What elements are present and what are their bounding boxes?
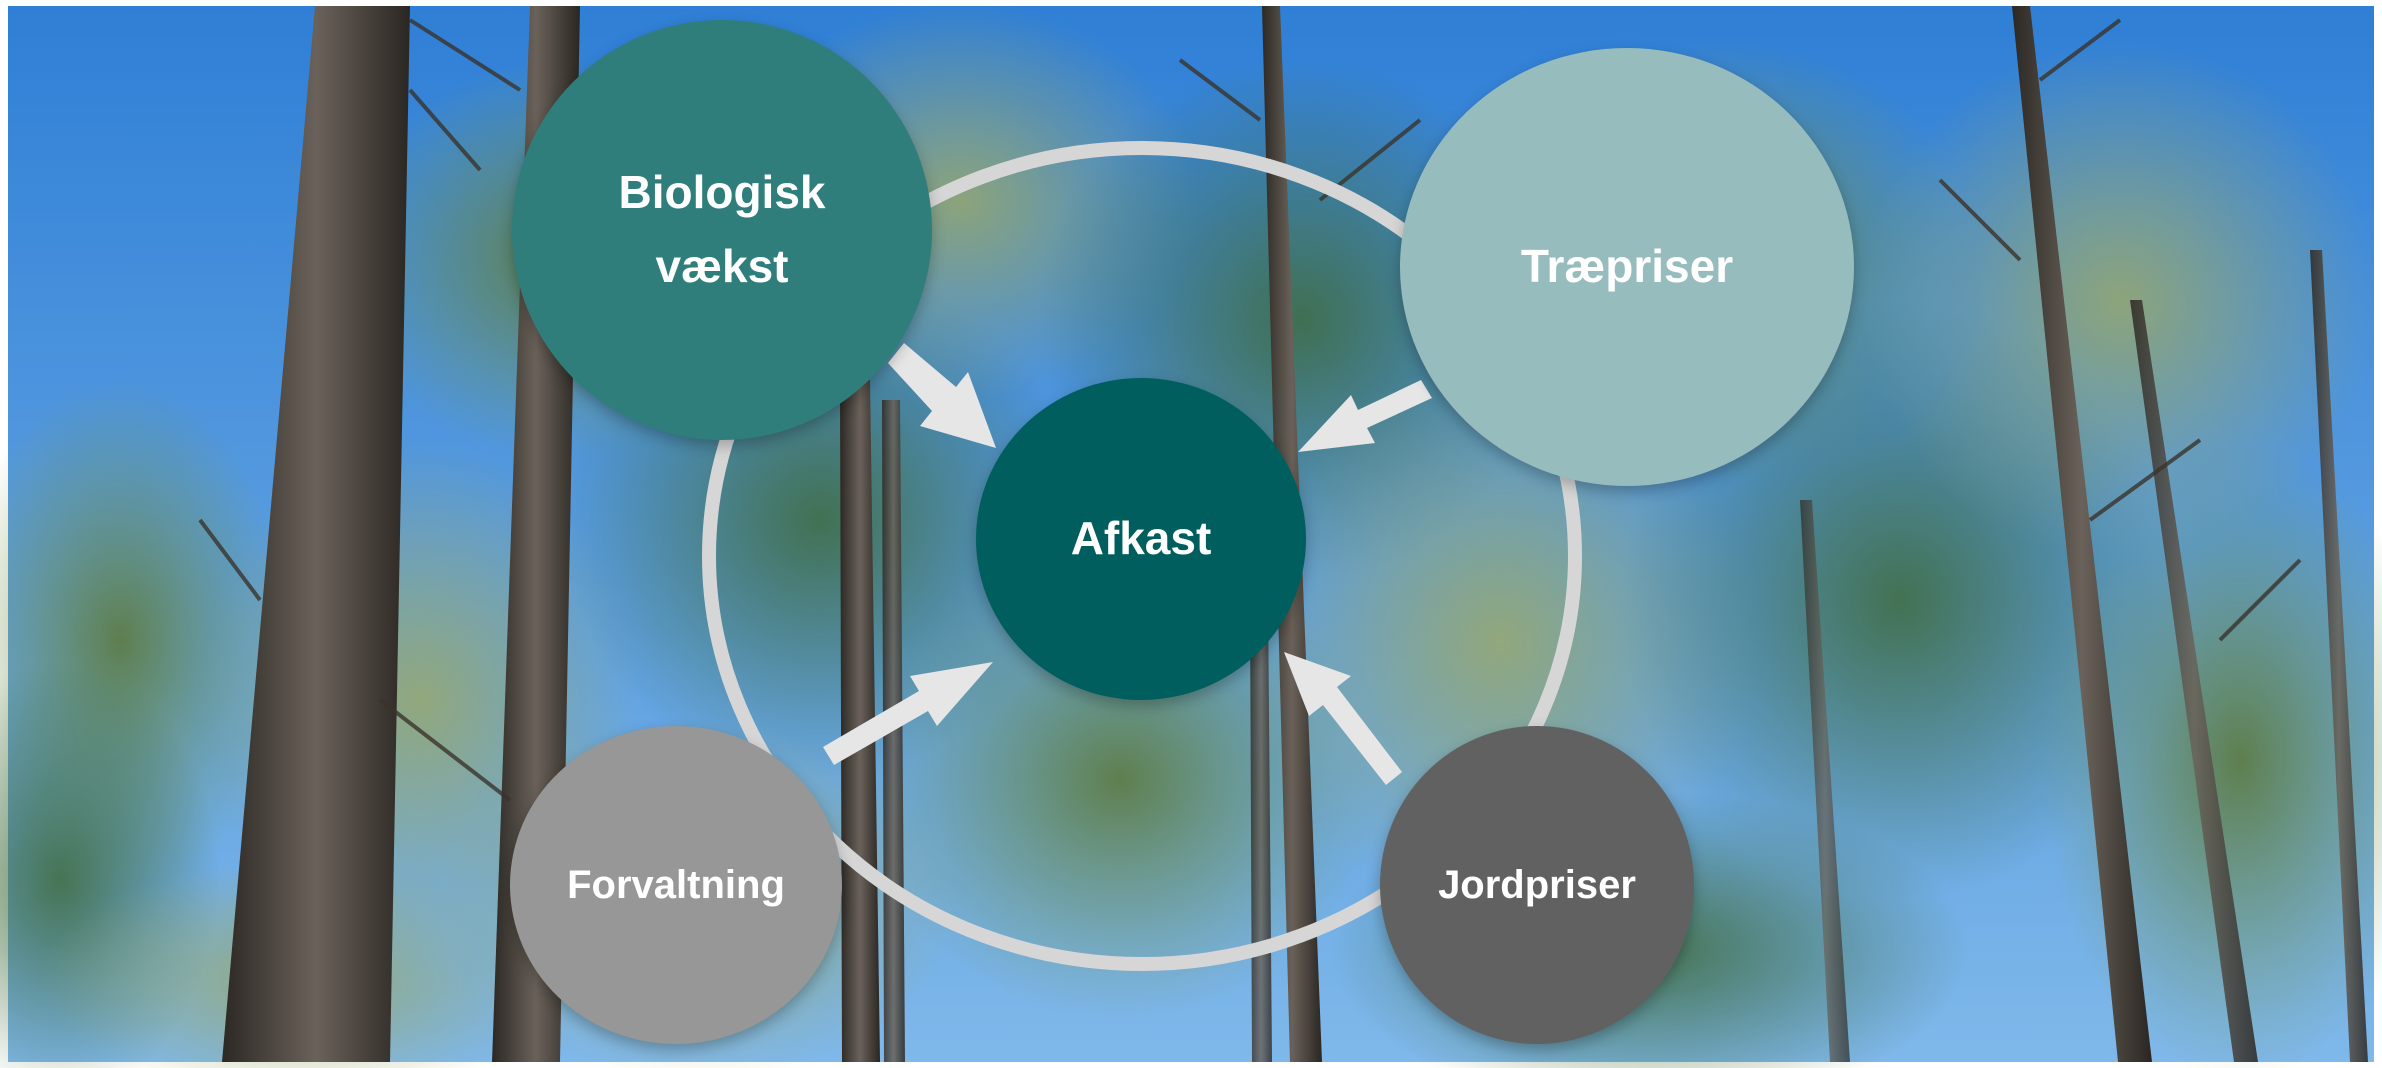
node-forvaltning-label: Forvaltning (567, 863, 785, 907)
arrows (823, 343, 1432, 785)
node-jordpriser: Jordpriser (1380, 726, 1694, 1044)
arrow-from-traepriser (1298, 380, 1432, 452)
arrow-from-forvaltning (823, 662, 993, 765)
cycle-ring (702, 141, 1582, 971)
node-afkast-center: Afkast (976, 378, 1306, 700)
node-jordpriser-label: Jordpriser (1438, 863, 1636, 907)
node-forvaltning: Forvaltning (510, 726, 842, 1044)
arrow-from-jordpriser (1284, 652, 1402, 785)
node-biologisk-vaekst: Biologisk vækst (512, 20, 932, 440)
node-traepriser: Træpriser (1400, 48, 1854, 486)
node-biologisk-line-2: vækst (655, 240, 789, 292)
node-traepriser-label: Træpriser (1520, 240, 1734, 293)
node-afkast-label: Afkast (1070, 512, 1212, 565)
node-biologisk-line-1: Biologisk (618, 166, 826, 219)
arrow-from-biologisk (888, 343, 996, 448)
